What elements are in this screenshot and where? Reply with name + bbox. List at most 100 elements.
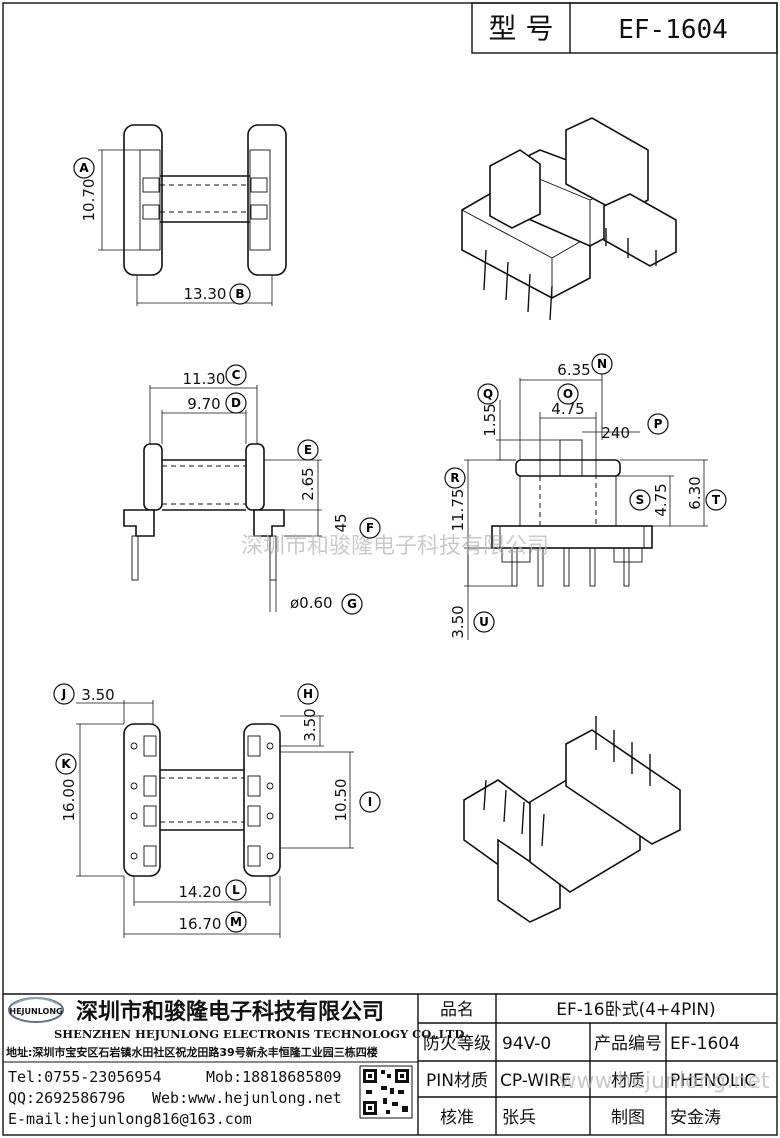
- model-value: EF-1604: [618, 15, 728, 45]
- badge-t: T: [705, 489, 727, 511]
- svg-text:R: R: [450, 471, 459, 485]
- badge-c: C: [225, 364, 247, 386]
- spec-material-label: 材质: [611, 1071, 645, 1091]
- dim-a-value: 10.70: [80, 179, 98, 222]
- svg-text:L: L: [232, 883, 240, 897]
- model-header: 型 号 EF-1604: [471, 2, 778, 54]
- badge-a: A: [73, 157, 95, 179]
- dim-g-value: ø0.60: [290, 594, 333, 612]
- spec-approve-value: 张兵: [502, 1108, 536, 1128]
- svg-text:F: F: [366, 521, 374, 535]
- svg-text:E: E: [304, 443, 312, 457]
- bottom-view: 3.50 16.00 3.50 10.50 14.20 16.70: [60, 686, 354, 938]
- title-block: HEJUNLONG 深圳市和骏隆电子科技有限公司 SHENZHEN HEJUNL…: [3, 993, 777, 1135]
- dim-b-value: 13.30: [184, 285, 227, 303]
- badge-j: J: [53, 683, 75, 705]
- dim-u-value: 3.50: [449, 605, 467, 638]
- badge-h: H: [297, 683, 319, 705]
- side-view: 6.35 4.75 240 1.55 11.75 4.75 6.30 3.50: [449, 361, 708, 640]
- dim-o-value: 4.75: [551, 400, 584, 418]
- spec-pin-label: PIN材质: [426, 1071, 488, 1091]
- dim-c-value: 11.30: [183, 370, 226, 388]
- svg-text:G: G: [347, 597, 357, 611]
- company-mob: Mob:18818685809: [206, 1068, 341, 1086]
- pin-holes-right: [247, 735, 274, 867]
- qr-code: [359, 1065, 413, 1119]
- svg-text:O: O: [563, 387, 573, 401]
- badge-g: G: [341, 593, 363, 615]
- model-label: 型 号: [489, 12, 554, 45]
- badge-b: B: [229, 283, 251, 305]
- company-logo: HEJUNLONG: [8, 997, 64, 1023]
- watermark-url: www.hejunlong.net: [558, 1069, 769, 1094]
- dim-d-value: 9.70: [187, 395, 220, 413]
- svg-text:Q: Q: [483, 387, 493, 401]
- company-name-cn: 深圳市和骏隆电子科技有限公司: [76, 999, 384, 1025]
- svg-text:D: D: [231, 396, 241, 410]
- spec-code-label: 产品编号: [594, 1034, 662, 1054]
- svg-text:J: J: [61, 687, 66, 701]
- dim-j-value: 3.50: [81, 686, 114, 704]
- spec-material-value: PHENOLIC: [670, 1071, 756, 1091]
- svg-text:N: N: [597, 357, 607, 371]
- spec-name-value: EF-16卧式(4+4PIN): [556, 1000, 715, 1020]
- badge-k: K: [55, 753, 77, 775]
- dim-i-value: 10.50: [332, 779, 350, 822]
- svg-text:K: K: [61, 757, 71, 771]
- dim-f-value: 45: [332, 513, 350, 532]
- badge-m: M: [225, 911, 247, 933]
- svg-text:T: T: [712, 493, 721, 507]
- spec-fire-value: 94V-0: [502, 1034, 551, 1054]
- spec-draw-value: 安金涛: [670, 1108, 721, 1128]
- iso-view-upright: [461, 117, 677, 321]
- badge-u: U: [473, 611, 495, 633]
- spec-approve-label: 核准: [440, 1108, 474, 1128]
- svg-text:M: M: [230, 915, 242, 929]
- dim-s-value: 4.75: [652, 483, 670, 516]
- iso-view-inverted: [463, 716, 681, 923]
- company-address: 地址:深圳市宝安区石岩镇水田社区祝龙田路39号新永丰恒隆工业园三栋四楼: [6, 1045, 378, 1059]
- top-view: 10.70 13.30: [80, 124, 287, 306]
- badge-d: D: [225, 392, 247, 414]
- company-name-en: SHENZHEN HEJUNLONG ELECTRONIS TECHNOLOGY…: [54, 1027, 464, 1041]
- dim-p-value: 240: [601, 424, 630, 442]
- svg-text:B: B: [235, 287, 244, 301]
- spec-pin-value: CP-WIRE: [500, 1071, 572, 1091]
- badge-e: E: [297, 439, 319, 461]
- svg-text:P: P: [654, 417, 663, 431]
- dim-n-value: 6.35: [557, 361, 590, 379]
- spec-fire-label: 防火等级: [423, 1034, 491, 1054]
- dim-l-value: 14.20: [179, 883, 222, 901]
- dim-q-value: 1.55: [481, 403, 499, 436]
- company-email: E-mail:hejunlong816@163.com: [8, 1110, 252, 1128]
- dim-t-value: 6.30: [686, 476, 704, 509]
- spec-code-value: EF-1604: [670, 1034, 740, 1054]
- badge-o: O: [557, 383, 579, 405]
- front-view: 11.30 9.70 2.65 45 ø0.60: [123, 370, 350, 612]
- company-web: Web:www.hejunlong.net: [152, 1089, 342, 1107]
- spec-draw-label: 制图: [611, 1108, 645, 1128]
- svg-text:U: U: [479, 615, 489, 629]
- dim-e-value: 2.65: [299, 467, 317, 500]
- logo-text: HEJUNLONG: [9, 1007, 62, 1016]
- badge-n: N: [591, 353, 613, 375]
- badge-s: S: [629, 489, 651, 511]
- badge-i: I: [359, 791, 381, 813]
- badge-f: F: [359, 517, 381, 539]
- badge-p: P: [647, 413, 669, 435]
- svg-text:S: S: [636, 493, 645, 507]
- dim-m-value: 16.70: [179, 915, 222, 933]
- svg-text:C: C: [232, 368, 241, 382]
- dim-r-value: 11.75: [449, 489, 467, 532]
- spec-name-label: 品名: [440, 1000, 474, 1020]
- dim-h-value: 3.50: [301, 708, 319, 741]
- company-qq: QQ:2692586796: [8, 1089, 125, 1107]
- svg-text:A: A: [79, 161, 89, 175]
- svg-text:I: I: [368, 795, 372, 809]
- badge-l: L: [225, 879, 247, 901]
- dim-k-value: 16.00: [60, 779, 78, 822]
- badge-r: R: [444, 467, 466, 489]
- pin-holes-left: [130, 735, 157, 867]
